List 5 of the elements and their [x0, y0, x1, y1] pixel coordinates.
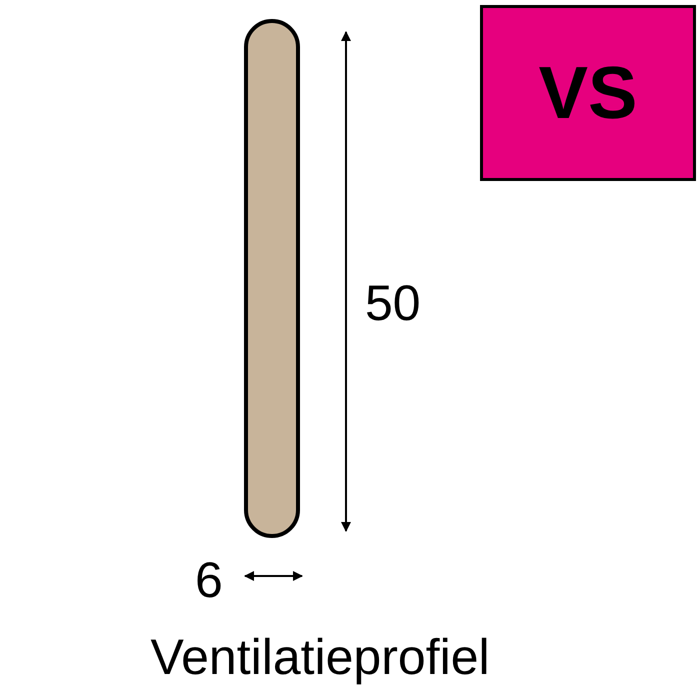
- caption: Ventilatieprofiel: [150, 632, 490, 682]
- code-box: [480, 5, 696, 181]
- code-label: VS: [538, 56, 638, 130]
- dimension-label: 50: [365, 278, 421, 328]
- dimension-label: 6: [195, 555, 223, 605]
